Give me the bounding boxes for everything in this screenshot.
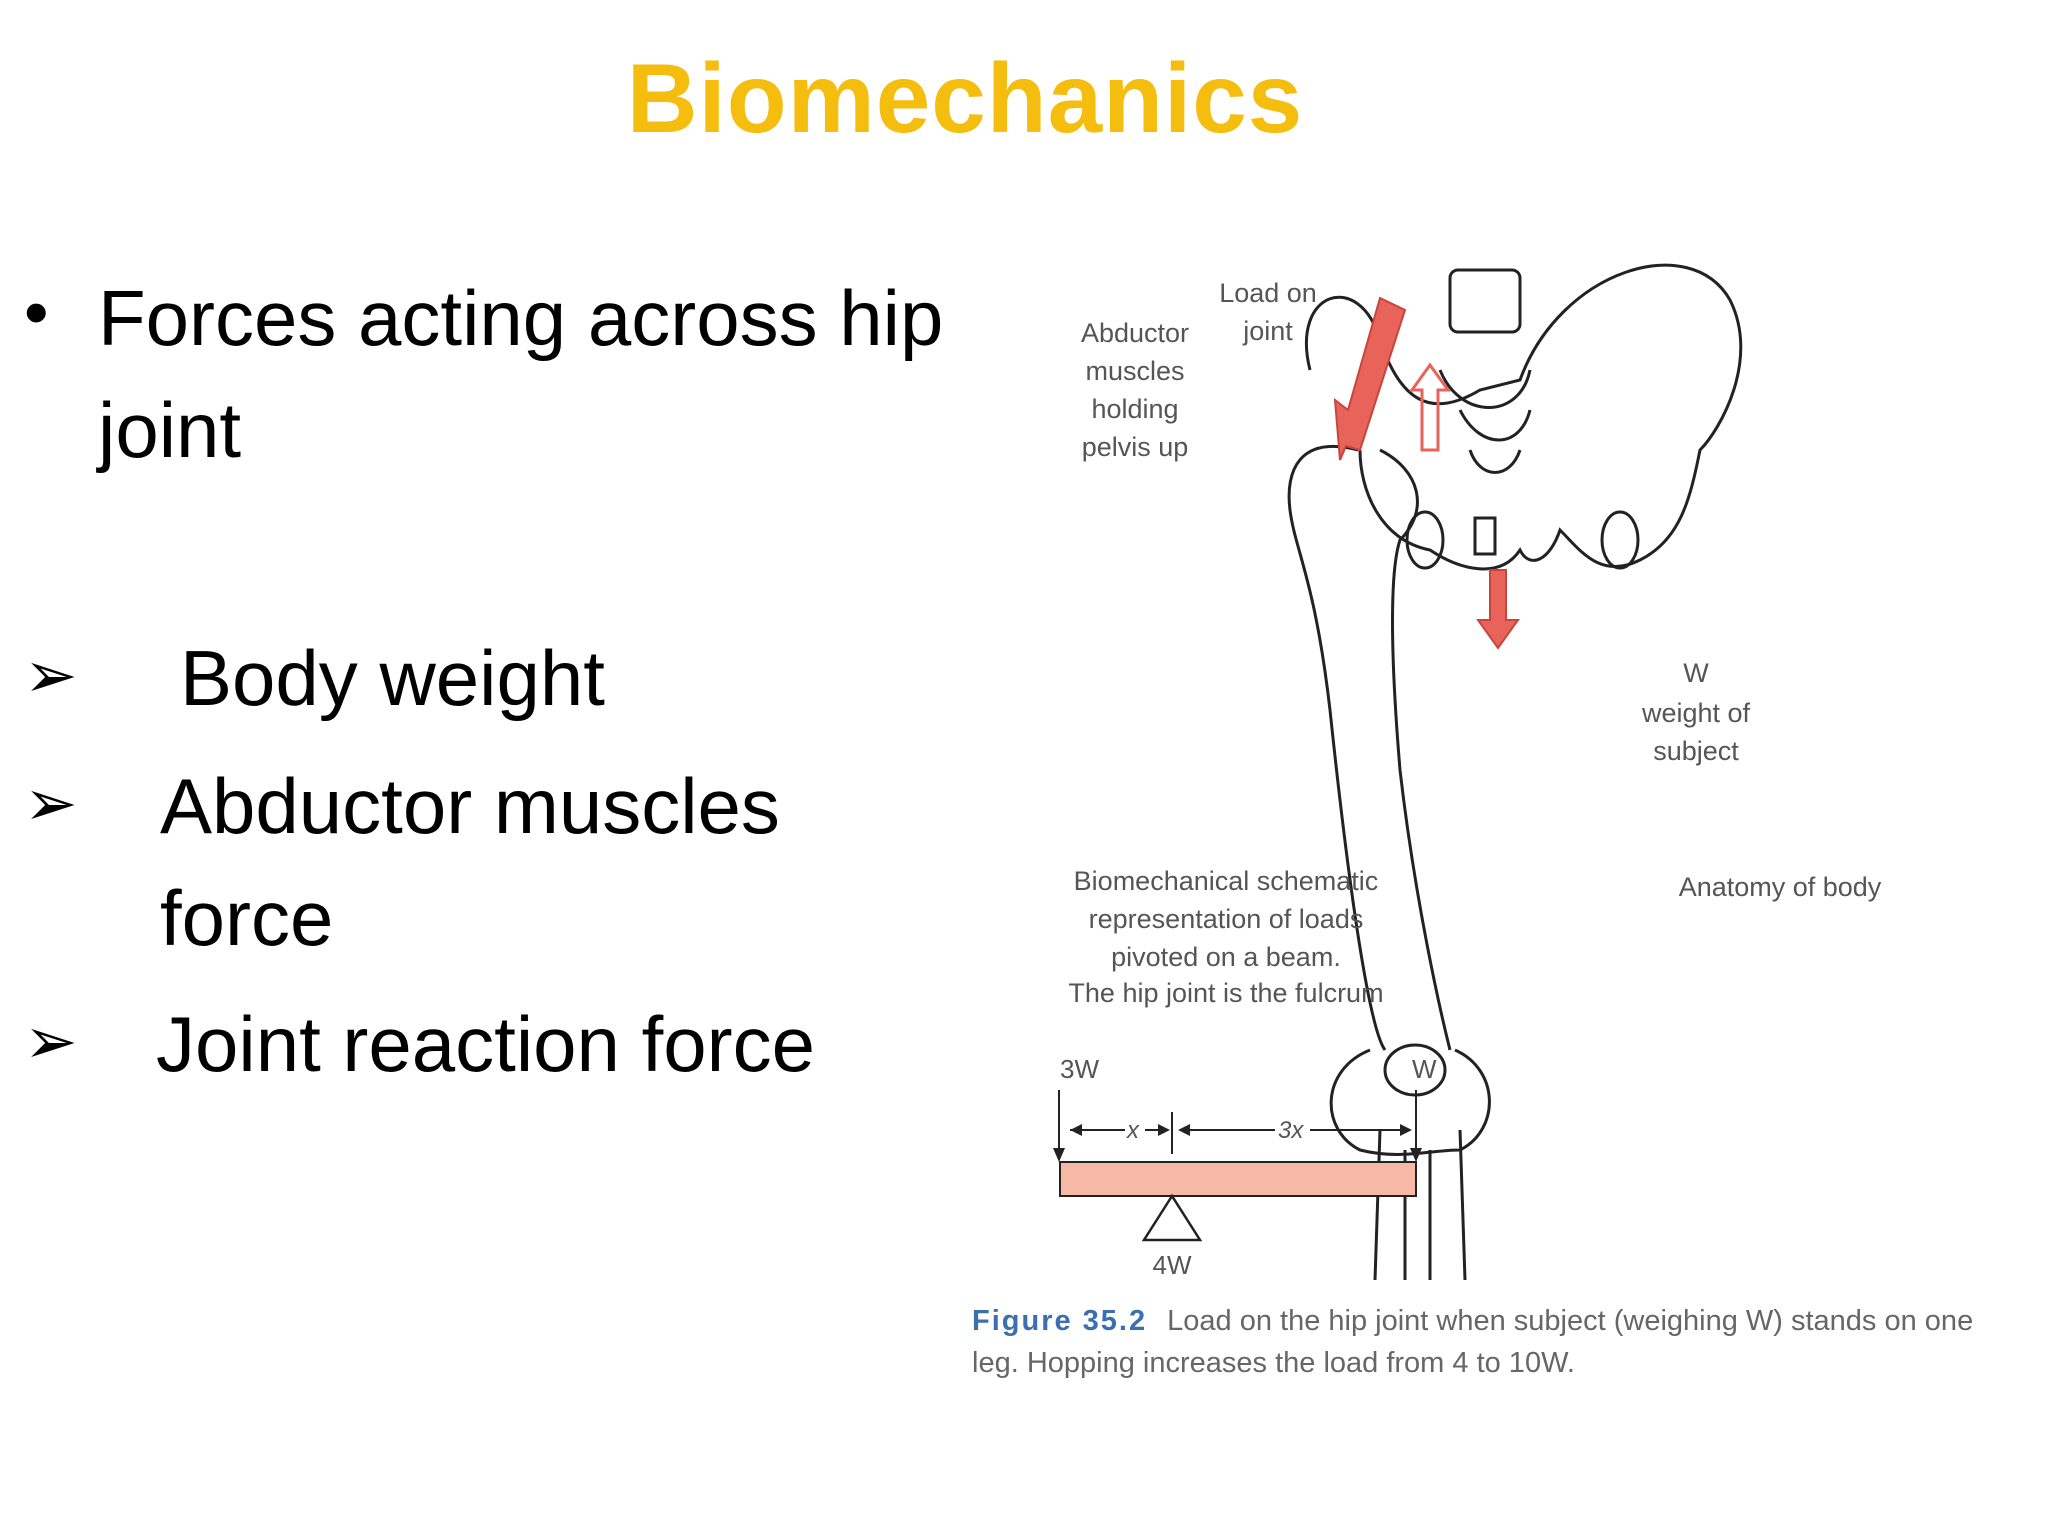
item-joint-reaction: Joint reaction force <box>156 1000 816 1088</box>
anatomy-label: Anatomy of body <box>1679 872 1882 902</box>
weight-down-arrow <box>1476 569 1520 650</box>
schematic-label-1: Biomechanical schematic <box>1074 866 1379 896</box>
load-label-1: Load on <box>1219 278 1317 308</box>
caption-label: Figure 35.2 <box>972 1305 1148 1337</box>
beam-schematic: 3W W x 3x 4W <box>1053 1054 1437 1280</box>
pelvis-drawing <box>1304 263 1743 571</box>
beam-fulcrum-force: 4W <box>1153 1250 1192 1280</box>
abductor-label-2: muscles <box>1085 356 1184 386</box>
abductor-label-4: pelvis up <box>1082 432 1189 462</box>
hip-figure: Abductor muscles holding pelvis up Load … <box>1053 263 1882 1281</box>
beam-right-distance: 3x <box>1278 1117 1304 1144</box>
abductor-label-1: Abductor <box>1081 318 1189 348</box>
caption-text: Load on the hip joint when subject (weig… <box>972 1305 1974 1379</box>
schematic-label-3: pivoted on a beam. <box>1111 942 1341 972</box>
main-bullet: Forces acting across hip joint <box>98 274 944 474</box>
beam-left-force: 3W <box>1060 1054 1099 1084</box>
beam-right-force: W <box>1412 1054 1437 1084</box>
load-label-2: joint <box>1242 316 1293 346</box>
arrow-icon: ➢ <box>24 639 78 711</box>
load-up-arrow <box>1409 362 1451 452</box>
w-label: W <box>1683 658 1709 688</box>
schematic-label-4: The hip joint is the fulcrum <box>1068 978 1383 1008</box>
beam-bar <box>1059 1161 1417 1197</box>
weight-label-1: weight of <box>1641 698 1751 728</box>
weight-label-2: subject <box>1653 736 1739 766</box>
beam-left-distance: x <box>1126 1117 1140 1144</box>
slide-title: Biomechanics <box>626 43 1304 153</box>
schematic-label-2: representation of loads <box>1089 904 1364 934</box>
abductor-label-3: holding <box>1091 394 1178 424</box>
item-abductor-force: Abductor muscles force <box>160 762 780 962</box>
arrow-icon: ➢ <box>24 767 78 839</box>
arrow-icon: ➢ <box>24 1005 78 1077</box>
femur-drawing <box>1287 444 1491 1281</box>
bullet-dot: • <box>24 273 49 351</box>
item-body-weight: Body weight <box>180 634 605 722</box>
fulcrum-triangle <box>1141 1193 1203 1242</box>
abductor-force-arrow <box>1333 296 1407 461</box>
